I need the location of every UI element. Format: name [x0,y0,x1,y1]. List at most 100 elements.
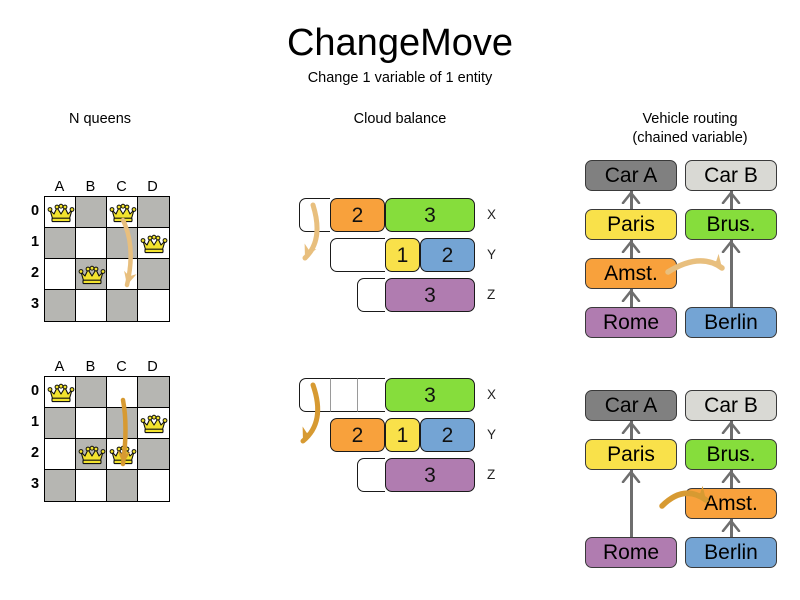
vrp-before-link-a-2-head [621,240,641,253]
vrp-before-city-amst-a[interactable]: Amst. [585,258,677,289]
vrp-before-city-paris-a[interactable]: Paris [585,209,677,240]
cloud-before-Z-free-space [357,278,385,312]
vrp-after-link-a-2-head [621,470,641,483]
board-row-label-0: 0 [30,383,40,399]
vrp-before-link-a-1 [629,191,633,209]
vrp-after-city-rome-a[interactable]: Rome [585,537,677,568]
cloud-after-label-Z: Z [487,467,496,482]
board-row-label-1: 1 [30,414,40,430]
vrp-before-city-brus-b[interactable]: Brus. [685,209,777,240]
cloud-before-Y-free-space [330,238,385,272]
cloud-before-Y-process-2[interactable]: 2 [420,238,475,272]
board-cell-B0[interactable] [76,377,107,408]
vrp-before-city-berlin-b[interactable]: Berlin [685,307,777,338]
board-col-label-B: B [85,179,96,195]
section-title-vehicle-routing: Vehicle routing (chained variable) [590,110,790,148]
vrp-title-line1: Vehicle routing [642,111,738,127]
cloud-after-Y-process-1[interactable]: 1 [385,418,420,452]
vrp-before-link-b-2 [729,240,733,307]
cloud-after-Y-process-2[interactable]: 2 [420,418,475,452]
vrp-after-link-b-3-head [721,519,741,532]
board-cell-A1[interactable] [45,228,76,259]
cloud-before-label-X: X [487,207,497,222]
cloud-before-Y-process-1[interactable]: 1 [385,238,420,272]
vrp-before-link-a-1-head [621,191,641,204]
board-cell-D3[interactable] [138,290,169,321]
board-row-label-0: 0 [30,203,40,219]
cloud-before-X-process-3[interactable]: 3 [385,198,475,232]
board-col-label-A: A [54,359,65,375]
board-cell-A3[interactable] [45,290,76,321]
vrp-after-link-b-2-head [721,470,741,483]
cloud-after-Y-process-2[interactable]: 2 [330,418,385,452]
board-cell-B3[interactable] [76,290,107,321]
cloud-before-label-Y: Y [487,247,497,262]
board-cell-A1[interactable] [45,408,76,439]
board-cell-C2[interactable] [107,259,138,290]
cloud-after-Z-process-3[interactable]: 3 [385,458,475,492]
cloud-after-X-free-space [330,378,357,412]
board-cell-D0[interactable] [138,377,169,408]
board-cell-B3[interactable] [76,470,107,501]
section-title-nqueens: N queens [68,111,132,127]
cloud-after-X-free-space [357,378,385,412]
vrp-after-city-brus-b[interactable]: Brus. [685,439,777,470]
board-cell-B1[interactable] [76,228,107,259]
board-cell-D2[interactable] [138,259,169,290]
vrp-before-link-a-3 [629,289,633,307]
board-row-label-3: 3 [30,296,40,312]
vrp-before-link-a-3-head [621,289,641,302]
cloud-after-X-process-3[interactable]: 3 [385,378,475,412]
board-cell-B0[interactable] [76,197,107,228]
vrp-before-vehicle-car-b[interactable]: Car B [685,160,777,191]
vrp-after-vehicle-car-b[interactable]: Car B [685,390,777,421]
board-col-label-A: A [54,179,65,195]
cloud-before-X-process-2[interactable]: 2 [330,198,385,232]
vrp-before-link-b-2-head [721,240,741,253]
vrp-after-link-a-1-head [621,421,641,434]
vrp-after-link-b-1 [729,421,733,439]
board-cell-A3[interactable] [45,470,76,501]
vrp-after-vehicle-car-a[interactable]: Car A [585,390,677,421]
board-cell-A2[interactable] [45,259,76,290]
vrp-before-vehicle-car-a[interactable]: Car A [585,160,677,191]
board-cell-C3[interactable] [107,290,138,321]
board-cell-D0[interactable] [138,197,169,228]
board-cell-D3[interactable] [138,470,169,501]
board-row-label-3: 3 [30,476,40,492]
cloud-after-Z-free-space [357,458,385,492]
section-title-cloud-balance: Cloud balance [353,111,447,127]
vrp-after-city-paris-a[interactable]: Paris [585,439,677,470]
board-cell-D2[interactable] [138,439,169,470]
board-cell-A2[interactable] [45,439,76,470]
board-row-label-1: 1 [30,234,40,250]
board-col-label-C: C [116,179,127,195]
cloud-before-label-Z: Z [487,287,496,302]
vrp-after-link-b-2 [729,470,733,488]
vrp-before-link-b-1 [729,191,733,209]
vrp-before-link-a-2 [629,240,633,258]
page-subtitle: Change 1 variable of 1 entity [307,70,493,86]
cloud-before-Z-process-3[interactable]: 3 [385,278,475,312]
vrp-before-link-b-1-head [721,191,741,204]
vrp-title-line2: (chained variable) [632,130,748,146]
board-cell-B1[interactable] [76,408,107,439]
board-col-label-B: B [85,359,96,375]
cloud-after-label-Y: Y [487,427,497,442]
vrp-after-link-b-3 [729,519,733,537]
board-cell-C3[interactable] [107,470,138,501]
board-cell-C1[interactable] [107,408,138,439]
page-title: ChangeMove [286,22,514,64]
vrp-after-city-berlin-b[interactable]: Berlin [685,537,777,568]
vrp-before-city-rome-a[interactable]: Rome [585,307,677,338]
